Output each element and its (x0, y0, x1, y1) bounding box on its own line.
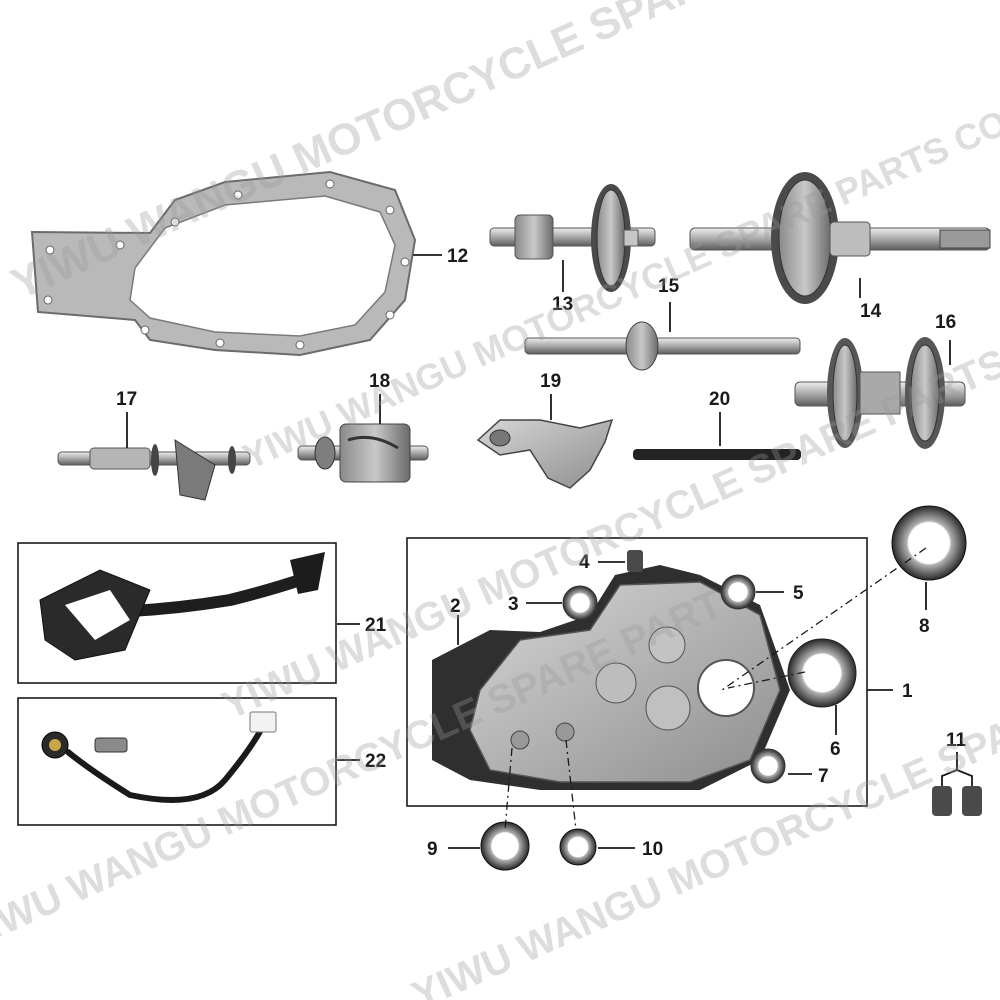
callout-12: 12 (447, 246, 468, 267)
callout-7: 7 (818, 766, 829, 787)
alignment-line (565, 739, 577, 831)
part-2-crankcase-cover (432, 565, 790, 790)
box-21 (17, 542, 337, 684)
part-18-shift-drum (297, 423, 429, 483)
part-12-gasket (30, 170, 417, 357)
part-3-bearing (562, 585, 598, 621)
box-22 (17, 697, 337, 826)
part-19-shift-fork (476, 418, 614, 489)
callout-10: 10 (642, 839, 663, 860)
part-13-shaft-gear (489, 184, 656, 292)
part-9-oil-seal (480, 821, 530, 871)
part-7-bearing (750, 748, 786, 784)
callout-numbers: 1 2 3 4 5 6 7 8 9 10 11 12 13 14 15 16 1… (116, 246, 967, 860)
callout-14: 14 (860, 301, 882, 322)
part-14-output-shaft (689, 172, 991, 304)
part-22-sensor (41, 711, 277, 803)
part-20-fork-rod (633, 449, 801, 460)
part-11-dowel-pins (932, 786, 982, 816)
box-1-crankcase-assembly (406, 537, 868, 807)
part-8-oil-seal (891, 505, 967, 581)
callout-17: 17 (116, 389, 137, 410)
callout-21: 21 (365, 615, 387, 636)
callout-5: 5 (793, 583, 804, 604)
callout-8: 8 (919, 616, 930, 637)
callout-18: 18 (369, 371, 390, 392)
leader-lines (126, 254, 973, 849)
part-16-gear-cluster (794, 337, 966, 449)
callout-2: 2 (450, 596, 461, 617)
callout-9: 9 (427, 839, 438, 860)
alignment-line (727, 671, 806, 689)
part-4-bushing (627, 550, 643, 572)
callout-13: 13 (552, 294, 573, 315)
callout-15: 15 (658, 276, 680, 297)
alignment-line (504, 747, 513, 831)
part-15-countershaft (524, 321, 801, 371)
alignment-line (721, 547, 927, 691)
part-6-bearing (787, 638, 857, 708)
callout-6: 6 (830, 739, 841, 760)
callout-1: 1 (902, 681, 913, 702)
callout-22: 22 (365, 751, 386, 772)
callout-11: 11 (946, 730, 967, 751)
part-5-bearing (720, 574, 756, 610)
callout-16: 16 (935, 312, 956, 333)
callout-19: 19 (540, 371, 561, 392)
part-10-oil-seal (559, 828, 597, 866)
callout-20: 20 (709, 389, 730, 410)
callout-3: 3 (508, 594, 519, 615)
part-21-kick-lever (39, 552, 325, 661)
callout-4: 4 (579, 552, 590, 573)
part-17-kick-shaft (57, 439, 251, 501)
